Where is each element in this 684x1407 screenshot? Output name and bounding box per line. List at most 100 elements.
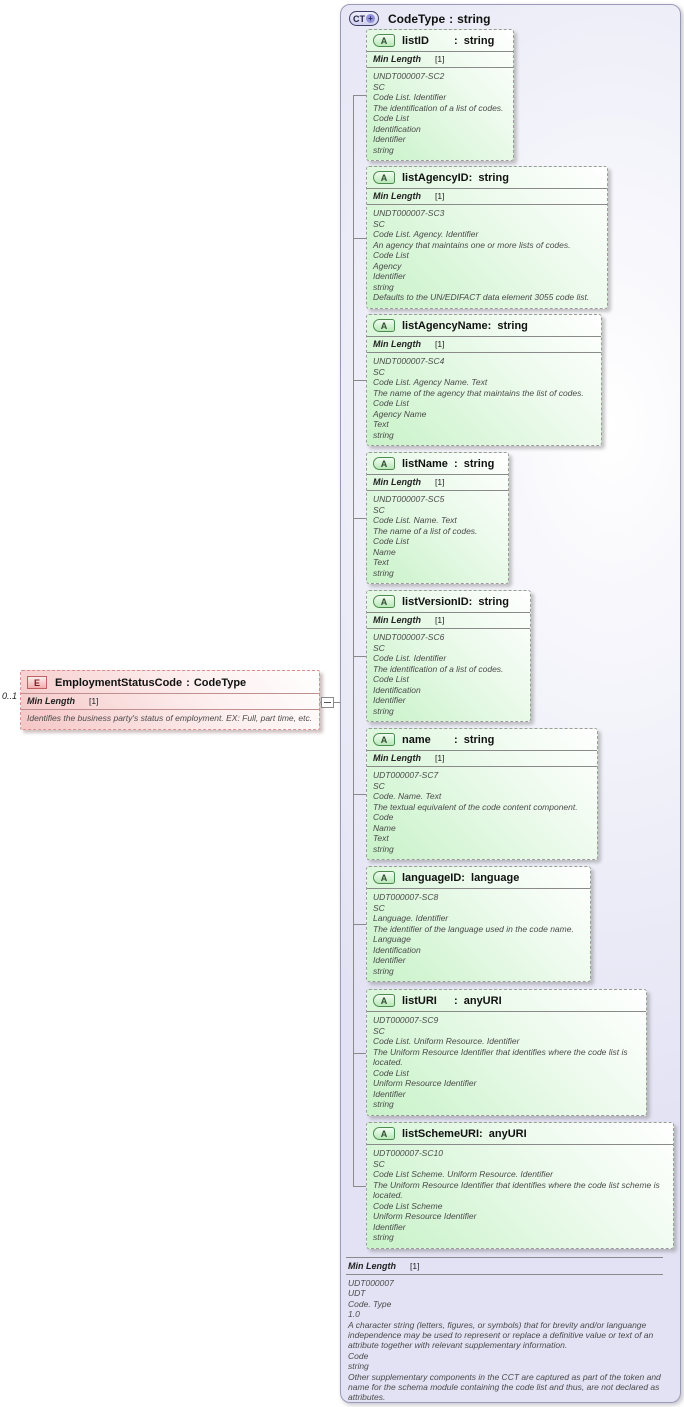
annotation-line: The Uniform Resource Identifier that ide…	[373, 1046, 628, 1068]
annotation-line: The name of a list of codes.	[373, 525, 478, 536]
facet-label: Min Length	[373, 753, 421, 763]
complextype-icon-label: CT	[353, 13, 365, 24]
type-separator: :	[487, 319, 492, 332]
annotation-line: string	[373, 705, 394, 716]
annotation-line: The textual equivalent of the code conte…	[373, 801, 578, 812]
element-header: E EmploymentStatusCode:CodeType	[21, 671, 319, 694]
annotation-line: SC	[373, 218, 385, 229]
facet-label: Min Length	[348, 1261, 396, 1271]
annotation-line: SC	[373, 504, 385, 515]
annotation-line: Identification	[373, 684, 421, 695]
annotation-line: string	[348, 1361, 369, 1372]
attribute-box[interactable]: A listAgencyID: string Min Length[1] UND…	[366, 166, 608, 309]
attribute-box[interactable]: A listName: string Min Length[1] UNDT000…	[366, 452, 509, 584]
annotation-line: string	[373, 429, 394, 440]
facet-minlength: Min Length[1]	[367, 613, 530, 629]
annotation-line: Name	[373, 822, 396, 833]
connector-line	[320, 702, 353, 703]
complextype-base-type: string	[457, 11, 491, 26]
annotation-line: Identification	[373, 123, 421, 134]
annotation-line: UNDT000007-SC3	[373, 208, 445, 218]
attribute-name: name	[402, 733, 431, 746]
annotation-line: Code List. Identifier	[373, 92, 447, 102]
annotation-line: SC	[373, 642, 385, 653]
facet-minlength: Min Length [1]	[367, 337, 601, 353]
attribute-header: A listName: string	[367, 453, 508, 475]
type-separator: :	[454, 733, 458, 746]
annotation-line: SC	[373, 366, 385, 377]
attribute-name: listURI	[402, 994, 437, 1007]
facet-minlength: Min Length[1]	[367, 189, 607, 205]
facet-label: Min Length	[373, 191, 421, 201]
attribute-type: string	[460, 733, 495, 746]
type-separator: :	[468, 595, 473, 608]
annotation-line: Code List	[373, 113, 409, 123]
type-separator: :	[479, 1127, 483, 1140]
attribute-icon: A	[373, 171, 395, 184]
attribute-icon: A	[373, 994, 395, 1007]
attribute-header: A listURI: anyURI	[367, 990, 646, 1012]
annotation-line: Language. Identifier	[373, 913, 449, 923]
facet-minlength: Min Length[1]	[367, 751, 597, 767]
annotation-line: string	[373, 843, 394, 854]
facet-minlength: Min Length[1]	[21, 694, 319, 710]
facet-label: Min Length	[373, 477, 421, 487]
annotation-line: Code List Scheme. Uniform Resource. Iden…	[373, 1169, 553, 1179]
annotation-line: Code List	[373, 398, 409, 408]
attribute-type: language	[467, 871, 520, 884]
attribute-type: string	[475, 171, 509, 184]
annotation-line: Uniform Resource Identifier	[373, 1211, 477, 1221]
collapse-handle[interactable]	[321, 697, 334, 708]
annotation-line: Identification	[373, 944, 421, 955]
element-description: Identifies the business party's status o…	[21, 710, 319, 729]
attribute-title: listSchemeURI: anyURI	[402, 1128, 527, 1140]
annotation-line: Text	[373, 419, 389, 429]
type-separator: :	[454, 457, 458, 470]
annotation-line: An agency that maintains one or more lis…	[373, 239, 571, 250]
annotation-line: The identification of a list of codes.	[373, 102, 504, 113]
annotation-line: Code List	[373, 536, 409, 546]
annotation-line: SC	[373, 81, 385, 92]
annotation-line: The Uniform Resource Identifier that ide…	[373, 1179, 660, 1201]
complextype-icon: CT+	[349, 11, 379, 26]
facet-value: [1]	[435, 477, 445, 487]
facet-value: [1]	[410, 1261, 420, 1271]
attribute-box[interactable]: A name: string Min Length[1] UDT000007-S…	[366, 728, 598, 860]
annotation-line: Name	[373, 546, 396, 557]
attribute-name: listName	[402, 457, 448, 470]
annotation-line: Text	[373, 833, 389, 843]
attribute-name: listID	[402, 34, 429, 47]
attribute-header: A listAgencyID: string	[367, 167, 607, 189]
facet-value: [1]	[435, 54, 445, 64]
attribute-box[interactable]: A listVersionID: string Min Length[1] UN…	[366, 590, 531, 722]
annotation-line: string	[373, 567, 394, 578]
attribute-header: A listVersionID: string	[367, 591, 530, 613]
complextype-codetype[interactable]: CT+ CodeType:string A listID: string Min…	[340, 4, 681, 1403]
facet-value: [1]	[435, 339, 445, 349]
attribute-box[interactable]: A listAgencyName: string Min Length[1] U…	[366, 314, 602, 446]
facet-label: Min Length	[373, 339, 421, 349]
type-separator: :	[186, 676, 190, 689]
annotation-line: Identifier	[373, 271, 406, 281]
annotation-line: Other supplementary components in the CC…	[348, 1371, 661, 1403]
annotation-line: Code	[373, 812, 394, 822]
annotation-line: Code List	[373, 674, 409, 684]
annotation-line: Code List. Uniform Resource. Identifier	[373, 1036, 520, 1046]
facet-label: Min Length	[27, 696, 75, 706]
attribute-title: listName: string	[402, 458, 494, 470]
attribute-title: listURI: anyURI	[402, 995, 502, 1007]
annotation-line: Language	[373, 934, 411, 944]
attribute-type: string	[460, 457, 495, 470]
element-employmentstatuscode[interactable]: E EmploymentStatusCode:CodeType Min Leng…	[20, 670, 320, 730]
cardinality-label: 0..1	[2, 691, 18, 701]
attribute-box[interactable]: A listID: string Min Length[1] UNDT00000…	[366, 29, 514, 161]
